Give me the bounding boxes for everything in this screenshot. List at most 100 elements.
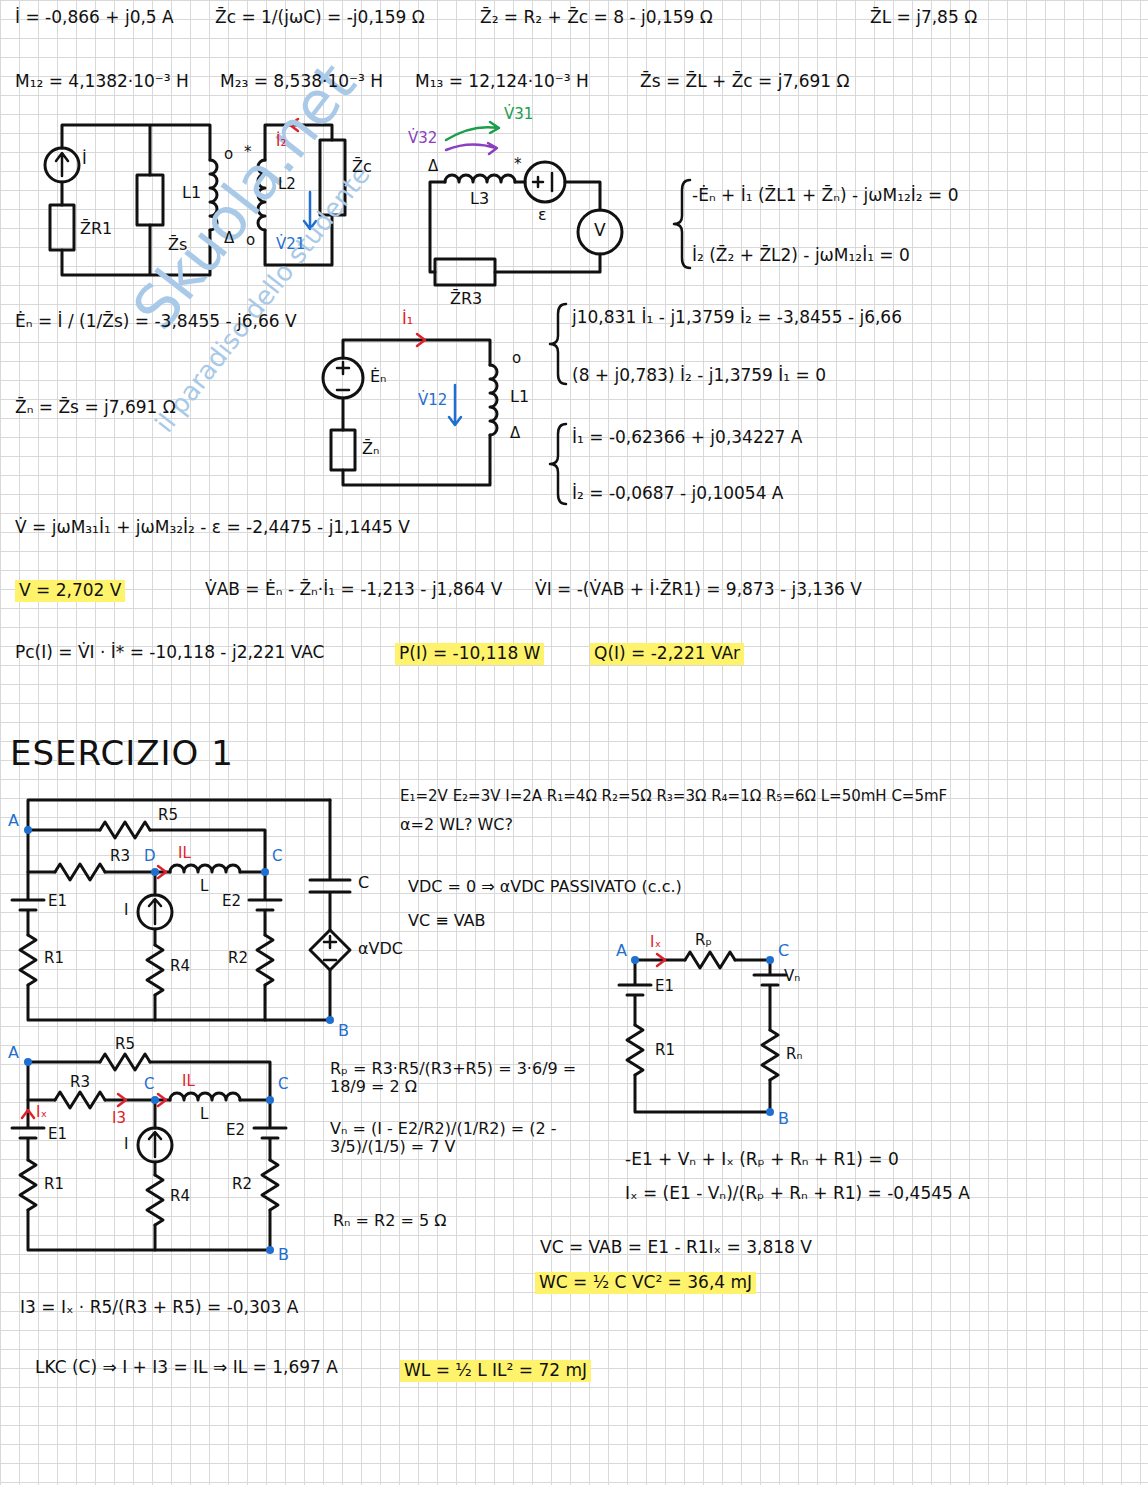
circuit-label: E2 [222,893,241,910]
node-dot [266,1096,274,1104]
circuit-label: V̇32 [408,130,437,147]
equivalent-circuit [331,430,355,470]
circuit-label: L1 [510,388,529,406]
formula-text: İ₁ = -0,62366 + j0,34227 A [572,428,802,448]
circuit-label: αVDC [358,940,403,958]
circuit-label: E2 [226,1122,245,1139]
circuit-label: R1 [655,1042,675,1059]
passivated-circuit [147,1175,163,1225]
circuit-label: V̇21 [276,236,305,253]
norton-circuit [50,205,74,250]
voltmeter-circuit [446,122,499,140]
circuit-label: R3 [70,1074,90,1091]
circuit-label: C [358,874,369,892]
circuit-label: R5 [158,807,178,824]
formula-text: Ėₙ = İ / (1/Z̄s) = -3,8455 - j6,66 V [15,312,297,332]
equation-brace [550,304,566,384]
circuit-label: * [514,156,522,173]
circuit-label: Z̄s [168,236,187,254]
circuit-label: R4 [170,1188,190,1205]
circuit-label: Z̄c [352,158,372,176]
formula-text: Z̄s = Z̄L + Z̄c = j7,691 Ω [640,72,850,92]
norton-circuit [45,148,79,182]
formula-text: Rₚ = R3·R5/(R3+R5) = 3·6/9 = 18/9 = 2 Ω [330,1060,600,1097]
circuit-label: C [144,1076,154,1093]
highlighted-result: Q(I) = -2,221 VAr [590,643,744,665]
circuit-label: R1 [44,950,64,967]
thevenin-circuit [762,1030,778,1080]
circuit-label: Vₙ [784,968,800,985]
formula-text: E₁=2V E₂=3V I=2A R₁=4Ω R₂=5Ω R₃=3Ω R₄=1Ω… [400,788,947,805]
dc-circuit [12,872,330,1020]
circuit-label: E1 [655,978,674,995]
dc-circuit [20,935,36,985]
voltmeter-circuit [446,143,497,154]
circuit-label: C [778,942,789,960]
formula-text: j10,831 İ₁ - j1,3759 İ₂ = -3,8455 - j6,6… [572,308,902,328]
circuit-label: D [144,848,156,865]
norton-circuit [56,153,68,176]
equivalent-circuit [417,334,425,346]
thevenin-circuit [619,952,786,1112]
equation-brace [550,424,566,504]
circuit-label: I [124,1136,128,1153]
passivated-circuit [20,1160,36,1210]
circuit-label: I3 [112,1110,126,1127]
passivated-circuit [12,1054,286,1250]
circuit-label: R1 [44,1176,64,1193]
passivated-circuit [170,1093,240,1100]
node-dot [24,1058,32,1066]
circuit-label: L1 [182,184,201,202]
formula-text: VC ≡ VAB [408,912,486,930]
voltmeter-circuit [533,173,552,191]
circuit-label: Δ [510,425,520,442]
node-dot [151,868,159,876]
node-dot [266,1246,274,1254]
formula-text: İ₂ = -0,0687 - j0,10054 A [572,484,784,504]
circuit-label: R4 [170,958,190,975]
formula-text: V̇I = -(V̇AB + İ·Z̄R1) = 9,873 - j3,136 … [535,580,862,600]
exercise-heading: ESERCIZIO 1 [10,734,234,773]
dc-circuit [12,800,350,1020]
dc-circuit [28,800,330,872]
dc-circuit [257,935,273,985]
highlighted-result: WL = ½ L IL² = 72 mJ [400,1360,591,1382]
equation-brace [550,180,690,504]
formula-text: Z̄c = 1/(jωC) = -j0,159 Ω [215,8,425,28]
circuit-label: V [594,221,606,241]
node-dot [261,868,269,876]
circuit-label: * [244,144,252,161]
voltmeter-circuit [435,259,495,285]
circuit-label: V̇12 [418,392,447,409]
circuit-label: I [124,902,128,919]
formula-text: V̇ = jωM₃₁İ₁ + jωM₃₂İ₂ - ε = -2,4475 - j… [15,518,410,538]
formula-text: LKC (C) ⇒ I + I3 = IL ⇒ IL = 1,697 A [35,1358,338,1378]
circuit-label: R3 [110,848,130,865]
formula-text: Z̄L = j7,85 Ω [870,8,977,28]
circuit-label: A [8,812,19,830]
dc-circuit [310,800,350,1020]
circuit-label: IL [182,1073,195,1090]
formula-text: M₁₂ = 4,1382·10⁻³ H [15,72,189,92]
formula-text: VC = VAB = E1 - R1Iₓ = 3,818 V [540,1238,812,1258]
passivated-circuit [254,1100,286,1250]
circuit-label: V̇31 [504,106,533,123]
node-dot [326,1016,334,1024]
highlighted-result: V = 2,702 V [15,580,125,602]
circuit-label: o [224,146,233,163]
passivated-circuit [28,1062,270,1100]
formula-text: M₂₃ = 8,538·10⁻³ H [220,72,383,92]
formula-text: M₁₃ = 12,124·10⁻³ H [415,72,589,92]
circuit-label: Rₚ [695,932,712,949]
circuit-label: L [200,1106,208,1123]
formula-text: -Ėₙ + İ₁ (Z̄L1 + Z̄ₙ) - jωM₁₂İ₂ = 0 [692,186,959,206]
circuit-label: A [8,1044,19,1062]
highlighted-result: WC = ½ C VC² = 36,4 mJ [535,1272,756,1294]
dc-circuit [249,872,281,1020]
formula-text: Z̄₂ = R₂ + Z̄c = 8 - j0,159 Ω [480,8,713,28]
circuit-label: C [272,848,282,865]
circuit-label: IL [178,845,191,862]
circuit-label: Δ [224,230,234,247]
voltmeter-circuit [525,162,565,202]
thevenin-circuit [627,1025,643,1075]
